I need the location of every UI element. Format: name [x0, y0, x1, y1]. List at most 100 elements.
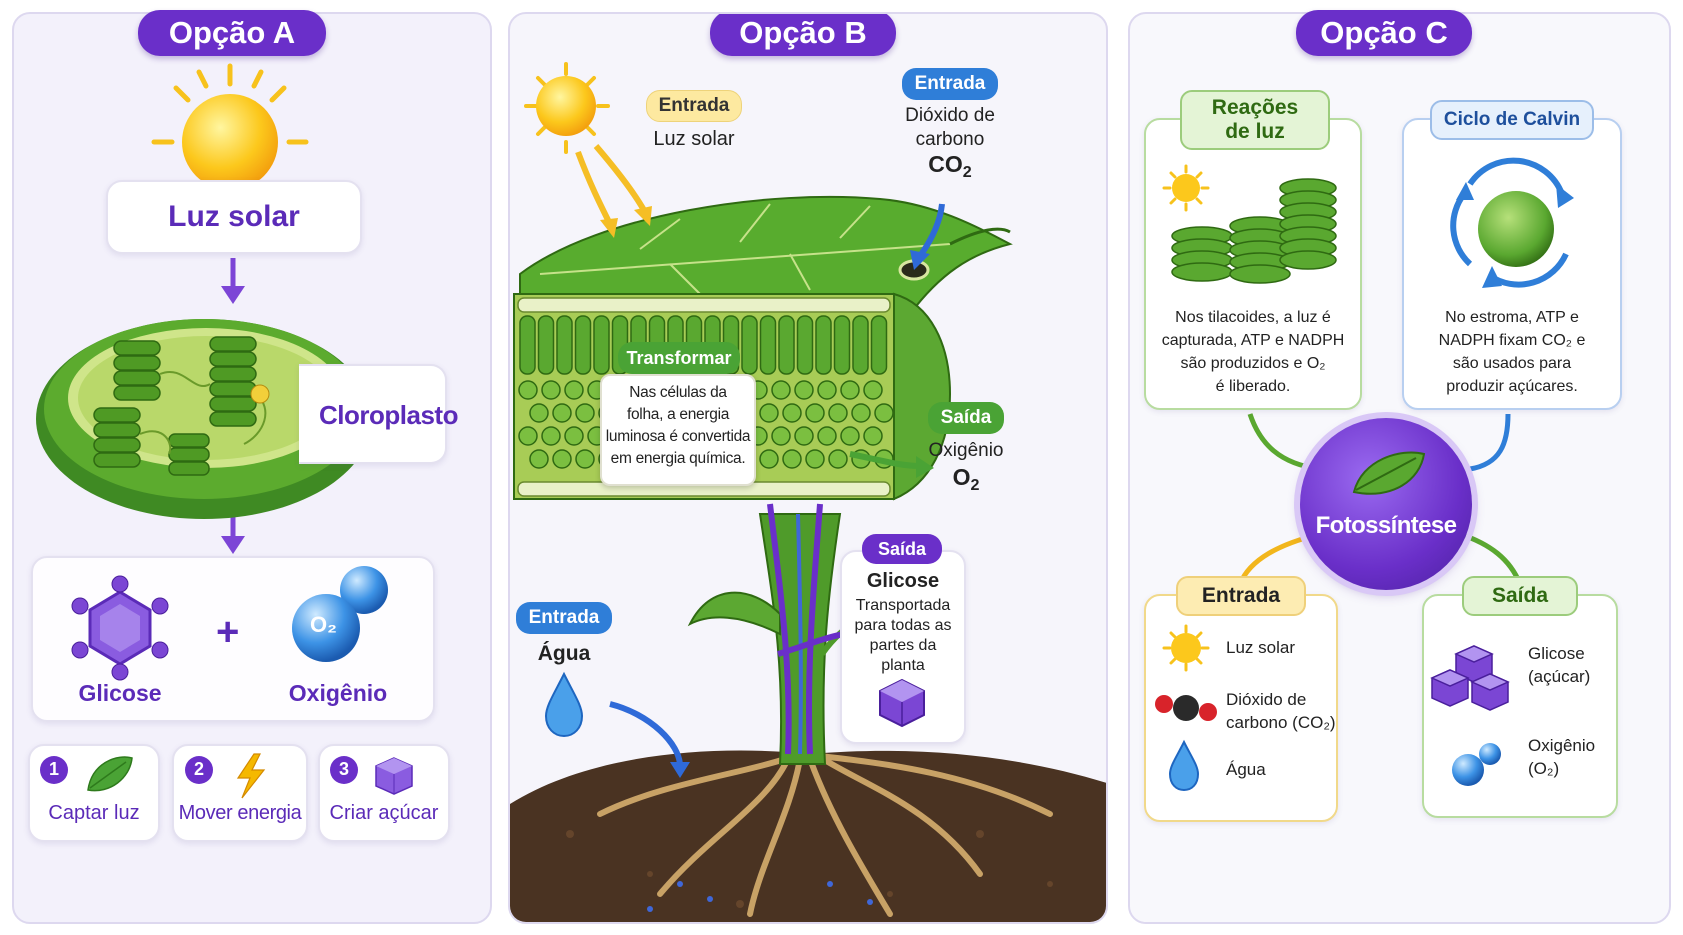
co2-input-tag: Entrada	[902, 68, 998, 100]
panel-option-b: Opção B Entrada Luz solar Entrada Dióxid…	[508, 12, 1108, 924]
spongy-cell	[794, 380, 814, 400]
co2-molecule-icon	[1155, 695, 1217, 721]
step-number-3: 3	[338, 759, 349, 779]
spongy-cell	[518, 426, 538, 446]
roots	[597, 751, 1053, 917]
spongy-cell	[782, 449, 802, 469]
plus-sign: +	[216, 610, 240, 654]
chloroplast-label: Cloroplasto	[319, 400, 458, 430]
water-drop-icon	[1168, 739, 1200, 792]
output-oxygen: Oxigênio (O₂)	[1528, 736, 1596, 778]
input-sunlight: Luz solar	[1226, 638, 1295, 657]
chloroplast-icon	[36, 319, 372, 519]
option-b-title[interactable]: Opção B	[710, 14, 896, 56]
spongy-cell	[771, 426, 791, 446]
input-title: Entrada	[1201, 584, 1281, 607]
step-number-2: 2	[193, 759, 204, 779]
spongy-cell	[564, 380, 584, 400]
co2-label-line1: Dióxido de	[905, 105, 995, 126]
step-card-1[interactable]	[28, 744, 160, 842]
oxygen-molecule-icon	[340, 566, 388, 614]
spongy-cell	[851, 403, 871, 423]
light-input-tag: Entrada	[646, 90, 742, 122]
palisade-cell	[574, 315, 592, 375]
flow-arrow-icon	[221, 258, 245, 554]
cycle-arrows-icon	[1450, 157, 1569, 288]
palisade-cell	[759, 315, 777, 375]
spongy-cell	[782, 403, 802, 423]
output-glucose: Glicose (açúcar)	[1528, 644, 1591, 686]
spongy-cell	[541, 426, 561, 446]
sunlight-card	[106, 180, 362, 254]
palisade-cell	[778, 315, 795, 375]
calvin-title-box	[1430, 100, 1594, 140]
calvin-cycle-text: No estroma, ATP e NADPH fixam CO₂ e são …	[1438, 309, 1586, 395]
spongy-cell	[759, 449, 779, 469]
input-icons	[1155, 624, 1217, 792]
panel-a-graphics	[36, 63, 388, 681]
spongy-cell	[828, 449, 848, 469]
thylakoid-stack-icon	[1171, 178, 1337, 284]
palisade-cell	[796, 315, 814, 375]
step-label-2: Mover energia	[178, 802, 302, 824]
co2-input-label: Dióxido de carbono CO2	[886, 104, 1014, 184]
transform-callout	[600, 374, 756, 486]
step-number-1: 1	[48, 759, 59, 779]
light-input-label: Luz solar	[653, 128, 735, 150]
spongy-cell	[541, 380, 561, 400]
step-label-1: Captar luz	[48, 802, 140, 824]
option-a-title[interactable]: Opção A	[138, 10, 326, 56]
spongy-cell	[575, 449, 595, 469]
photosynthesis-label: Fotossíntese	[1315, 512, 1457, 539]
palisade-cell	[815, 315, 832, 375]
light-reactions-icons	[1162, 164, 1337, 284]
palisade-cell	[519, 315, 536, 375]
sun-icon	[1162, 164, 1210, 212]
spongy-cell	[840, 380, 860, 400]
spongy-cell	[817, 426, 837, 446]
calvin-cycle-icons	[1450, 157, 1574, 288]
transform-text: Nas células da folha, a energia luminosa…	[605, 384, 751, 467]
glucose-output-title: Glicose	[866, 570, 940, 592]
spongy-cell	[805, 449, 825, 469]
center-leaf	[1352, 451, 1426, 495]
chloroplast-card	[299, 364, 447, 464]
water-drop-icon	[544, 671, 584, 738]
light-reactions-title-box	[1180, 90, 1330, 150]
sunlight-label: Luz solar	[168, 200, 300, 233]
spongy-cell	[529, 403, 549, 423]
glucose-output-text: Transportada para todas as partes da pla…	[854, 597, 952, 674]
water-input-label: Água	[537, 642, 591, 665]
palisade-cell	[556, 315, 573, 375]
o2-formula: O2	[952, 464, 980, 494]
water-arrow-icon	[609, 701, 683, 767]
small-leaf-icon	[687, 591, 781, 636]
palisade-cell	[593, 315, 610, 375]
spongy-cell	[771, 380, 791, 400]
o2-arrow-icon	[849, 451, 921, 469]
o2-symbol: O₂	[310, 612, 337, 637]
photosynthesis-center[interactable]	[1300, 418, 1472, 590]
oxygen-label: Oxigênio	[288, 680, 388, 706]
o2-output-label: Oxigênio	[928, 440, 1004, 461]
output-card	[1422, 594, 1618, 818]
spongy-cell	[874, 403, 894, 423]
calvin-cycle-title: Ciclo de Calvin	[1443, 109, 1581, 130]
co2-label-line2: carbono	[915, 129, 985, 150]
sun-icon	[524, 62, 610, 154]
spongy-cell	[529, 449, 549, 469]
palisade-cell	[537, 315, 555, 375]
co2-arrow-icon	[917, 203, 945, 258]
output-title: Saída	[1491, 584, 1549, 607]
spongy-cell	[805, 403, 825, 423]
light-arrow-icon	[575, 144, 648, 226]
sun-icon	[1162, 624, 1210, 672]
light-reactions-title: Reações de luz	[1211, 96, 1299, 143]
panel-option-a: Opção A	[12, 10, 492, 924]
spongy-cell	[575, 403, 595, 423]
spongy-cell	[828, 403, 848, 423]
option-c-title[interactable]: Opção C	[1296, 10, 1472, 56]
palisade-cell	[870, 315, 888, 375]
spongy-cell	[840, 426, 860, 446]
lightning-icon	[236, 753, 266, 799]
